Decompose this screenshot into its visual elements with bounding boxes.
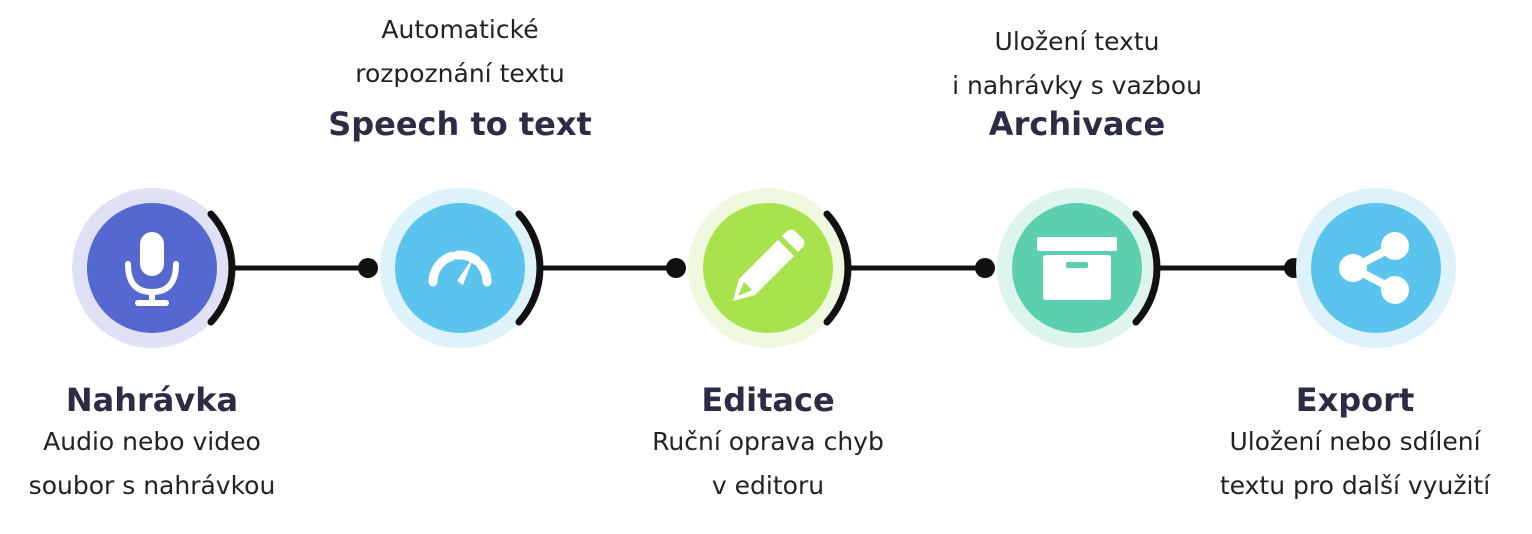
step-archivace	[997, 188, 1161, 348]
step-4-title: Archivace	[988, 105, 1166, 143]
step-arc	[1132, 210, 1161, 326]
step-1-title: Nahrávka	[65, 381, 239, 419]
share-icon	[1339, 232, 1409, 304]
microphone-icon	[125, 232, 179, 306]
archive-box-icon	[1037, 237, 1117, 300]
step-3-desc-line1: Ruční oprava chyb	[652, 427, 884, 456]
step-editace	[688, 188, 852, 348]
connectors	[230, 258, 1304, 278]
step-arc	[207, 210, 236, 326]
step-3-desc-line2: v editoru	[711, 471, 825, 500]
step-2-desc-line2: rozpoznání textu	[355, 59, 565, 88]
step-1-desc-line2: soubor s nahrávkou	[28, 471, 276, 500]
step-arc	[515, 210, 544, 326]
step-5-desc-line1: Uložení nebo sdílení	[1229, 427, 1481, 456]
pencil-icon	[733, 229, 805, 301]
step-circle	[1311, 203, 1441, 333]
step-4-desc-line2: i nahrávky s vazbou	[952, 71, 1202, 100]
step-5-desc-line2: textu pro další využití	[1219, 471, 1491, 500]
step-4-label: Uložení textu i nahrávky s vazbou Archiv…	[877, 20, 1277, 144]
step-export	[1296, 188, 1456, 348]
step-3-title: Editace	[701, 381, 835, 419]
step-speech-to-text	[380, 188, 544, 348]
step-2-desc-line1: Automatické	[381, 15, 539, 44]
connector-dot-2	[358, 258, 378, 278]
step-5-title: Export	[1295, 381, 1415, 419]
step-5-label: Export Uložení nebo sdílení textu pro da…	[1182, 380, 1528, 508]
step-2-label: Automatické rozpoznání textu Speech to t…	[260, 8, 660, 144]
step-1-desc-line1: Audio nebo video	[43, 427, 261, 456]
step-circle	[395, 203, 525, 333]
step-nahravka	[72, 188, 236, 348]
connector-dot-3	[666, 258, 686, 278]
step-3-label: Editace Ruční oprava chyb v editoru	[568, 380, 968, 508]
speedometer-icon	[428, 250, 492, 287]
step-1-label: Nahrávka Audio nebo video soubor s nahrá…	[0, 380, 304, 508]
step-arc	[823, 210, 852, 326]
step-4-desc-line1: Uložení textu	[994, 27, 1160, 56]
connector-dot-4	[975, 258, 995, 278]
step-2-title: Speech to text	[328, 105, 592, 143]
